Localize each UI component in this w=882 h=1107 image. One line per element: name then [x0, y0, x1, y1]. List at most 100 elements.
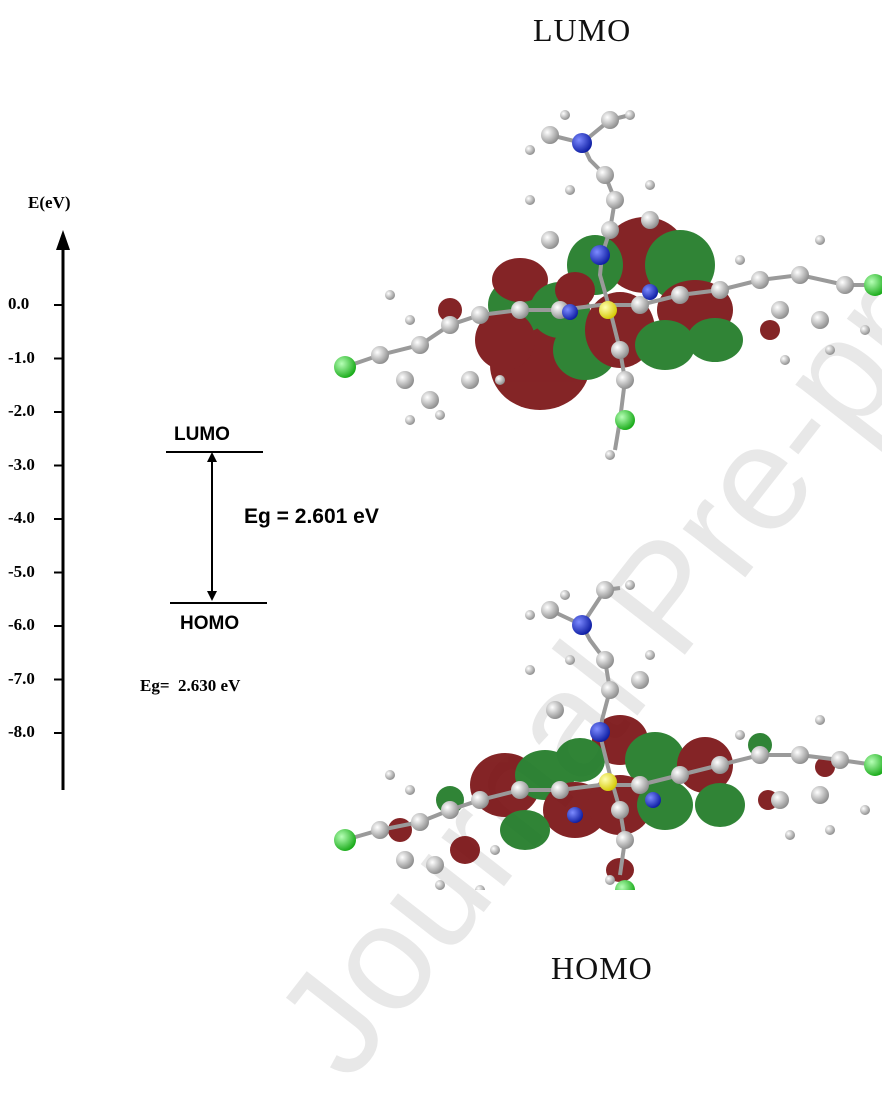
carbon-atom	[546, 701, 564, 719]
hydrogen-atom	[405, 415, 415, 425]
hydrogen-atom	[525, 610, 535, 620]
carbon-atom	[601, 681, 619, 699]
carbon-atom	[791, 746, 809, 764]
hydrogen-atom	[605, 450, 615, 460]
homo-level	[170, 602, 267, 604]
hydrogen-atom	[565, 655, 575, 665]
carbon-atom	[631, 296, 649, 314]
hydrogen-atom	[815, 715, 825, 725]
carbon-atom	[371, 821, 389, 839]
hydrogen-atom	[405, 315, 415, 325]
carbon-atom	[461, 371, 479, 389]
carbon-atom	[631, 671, 649, 689]
hydrogen-atom	[475, 885, 485, 890]
axis-tick-label: -3.0	[8, 454, 35, 474]
axis-tick-label: -4.0	[8, 508, 35, 527]
carbon-atom	[541, 601, 559, 619]
hydrogen-atom	[860, 805, 870, 815]
axis-tick-label: -2.0	[8, 401, 35, 420]
hydrogen-atom	[780, 355, 790, 365]
carbon-atom	[541, 126, 559, 144]
carbon-atom	[396, 851, 414, 869]
hydrogen-atom	[825, 345, 835, 355]
carbon-atom	[511, 301, 529, 319]
hydrogen-atom	[525, 195, 535, 205]
carbon-atom	[711, 281, 729, 299]
carbon-atom	[471, 791, 489, 809]
carbon-atom	[771, 301, 789, 319]
hydrogen-atom	[860, 325, 870, 335]
hydrogen-atom	[525, 665, 535, 675]
carbon-atom	[511, 781, 529, 799]
hydrogen-atom	[565, 185, 575, 195]
alt-gap-value-label: Eg= 2.630 eV	[140, 676, 241, 695]
homo-title: HOMO	[551, 950, 653, 986]
hydrogen-atom	[435, 880, 445, 890]
hydrogen-atom	[645, 650, 655, 660]
hydrogen-atom	[735, 255, 745, 265]
carbon-atom	[601, 111, 619, 129]
carbon-atom	[601, 221, 619, 239]
homo-orbital-image	[334, 580, 882, 890]
hydrogen-atom	[625, 580, 635, 590]
carbon-atom	[396, 371, 414, 389]
lumo-level-label: LUMO	[174, 424, 230, 445]
axis-tick-label: -1.0	[8, 347, 35, 367]
axis-tick-label: -6.0	[8, 615, 35, 634]
hydrogen-atom	[735, 730, 745, 740]
carbon-atom	[441, 801, 459, 819]
carbon-atom	[471, 306, 489, 324]
carbon-atom	[831, 751, 849, 769]
carbon-atom	[671, 766, 689, 784]
hydrogen-atom	[560, 110, 570, 120]
carbon-atom	[611, 341, 629, 359]
carbon-atom	[811, 311, 829, 329]
carbon-atom	[606, 191, 624, 209]
carbon-atom	[751, 746, 769, 764]
axis-tick-label: -8.0	[8, 722, 35, 741]
carbon-atom	[551, 781, 569, 799]
hydrogen-atom	[405, 785, 415, 795]
carbon-atom	[616, 371, 634, 389]
carbon-atom	[616, 831, 634, 849]
hydrogen-atom	[560, 590, 570, 600]
carbon-atom	[751, 271, 769, 289]
hydrogen-atom	[385, 290, 395, 300]
axis-label: E(eV)	[28, 193, 71, 212]
carbon-atom	[641, 211, 659, 229]
hydrogen-atom	[605, 875, 615, 885]
carbon-atom	[411, 813, 429, 831]
energy-axis	[54, 230, 70, 790]
carbon-atom	[596, 166, 614, 184]
carbon-atom	[421, 391, 439, 409]
hydrogen-atom	[625, 110, 635, 120]
hydrogen-atom	[785, 830, 795, 840]
carbon-atom	[671, 286, 689, 304]
carbon-atom	[811, 786, 829, 804]
carbon-atom	[791, 266, 809, 284]
axis-tick-label: -7.0	[8, 668, 35, 688]
carbon-atom	[711, 756, 729, 774]
carbon-atom	[426, 856, 444, 874]
carbon-atom	[596, 581, 614, 599]
carbon-atom	[771, 791, 789, 809]
gap-value-label: Eg = 2.601 eV	[244, 505, 379, 528]
hydrogen-atom	[435, 410, 445, 420]
hydrogen-atom	[825, 825, 835, 835]
gap-arrow	[207, 452, 217, 601]
lumo-title: LUMO	[533, 12, 632, 48]
carbon-atom	[411, 336, 429, 354]
hydrogen-atom	[495, 375, 505, 385]
hydrogen-atom	[645, 180, 655, 190]
hydrogen-atom	[525, 145, 535, 155]
carbon-atom	[836, 276, 854, 294]
hydrogen-atom	[385, 770, 395, 780]
hydrogen-atom	[815, 235, 825, 245]
carbon-atom	[631, 776, 649, 794]
axis-tick-label: -5.0	[8, 561, 35, 581]
carbon-atom	[541, 231, 559, 249]
homo-level-label: HOMO	[180, 613, 240, 634]
carbon-atom	[441, 316, 459, 334]
carbon-atom	[596, 651, 614, 669]
hydrogen-atom	[490, 845, 500, 855]
